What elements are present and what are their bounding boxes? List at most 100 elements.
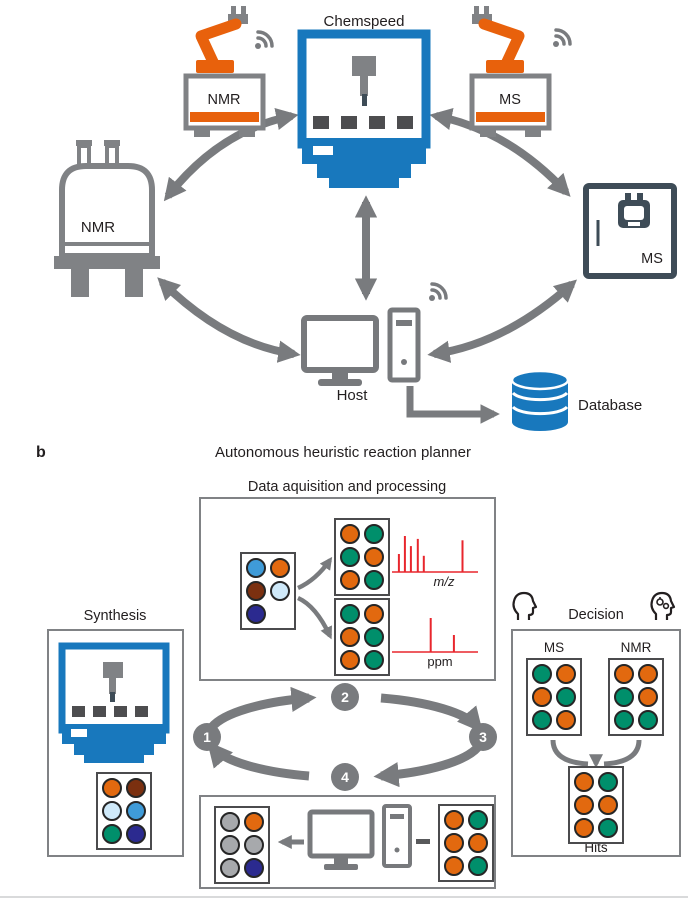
sample-dot xyxy=(532,664,552,684)
tower-icon xyxy=(382,804,412,868)
nmr-spectrum xyxy=(392,618,478,653)
ms-spectrum xyxy=(392,536,478,573)
sample-dot xyxy=(638,687,658,707)
gripper-icon xyxy=(231,6,236,15)
ms-robot-label: MS xyxy=(499,92,521,108)
ms-spectrum-label: m/z xyxy=(434,574,455,589)
nmr-spectrum-label: ppm xyxy=(427,654,452,669)
sample-dot xyxy=(444,856,464,876)
database-label: Database xyxy=(578,397,642,414)
cycle-step-4-label: 4 xyxy=(341,769,349,785)
sample-dot xyxy=(598,772,618,792)
decision-ms-label: MS xyxy=(544,640,564,655)
cycle-step-4 xyxy=(331,763,359,791)
sample-dot xyxy=(220,858,240,878)
sample-dot xyxy=(220,835,240,855)
decision-label: Decision xyxy=(568,607,624,623)
gripper-icon xyxy=(484,6,489,15)
cycle-step-2 xyxy=(331,683,359,711)
ms-instrument: MS xyxy=(583,183,677,279)
sample-dot xyxy=(444,810,464,830)
host-computer: Host xyxy=(301,282,448,404)
sample-dot xyxy=(270,604,290,624)
sample-dot xyxy=(102,801,122,821)
sample-dot xyxy=(244,858,264,878)
sample-dot xyxy=(126,778,146,798)
monitor-icon xyxy=(307,809,375,859)
ai-head-icon xyxy=(650,591,676,620)
sample-dot xyxy=(102,824,122,844)
synthesis-vial xyxy=(96,772,152,850)
hits-vial xyxy=(568,766,624,844)
sample-dot xyxy=(270,581,290,601)
arrow-nmr-host xyxy=(157,277,301,363)
sample-dot xyxy=(220,812,240,832)
human-head-icon xyxy=(512,591,538,620)
sample-dot xyxy=(574,818,594,838)
decision-nmr-vial xyxy=(608,658,664,736)
sample-dot xyxy=(126,801,146,821)
sample-dot xyxy=(598,795,618,815)
sample-dot xyxy=(244,835,264,855)
sample-dot xyxy=(340,547,360,567)
panel-b-letter: b xyxy=(36,444,46,461)
data-box-title: Data aquisition and processing xyxy=(248,479,446,495)
split-bottom-vial xyxy=(334,598,390,676)
result-vial xyxy=(214,806,270,884)
sample-dot xyxy=(614,710,634,730)
sample-dot xyxy=(638,664,658,684)
synthesis-label: Synthesis xyxy=(84,608,147,624)
sample-dot xyxy=(340,604,360,624)
sample-dot xyxy=(638,710,658,730)
decision-nmr-label: NMR xyxy=(621,640,652,655)
nmr-spectrometer: NMR xyxy=(54,140,160,297)
sample-dot xyxy=(556,664,576,684)
nmr-robot-label: NMR xyxy=(207,92,240,108)
split-arrows xyxy=(296,556,333,640)
nmr-robot-arm: NMR xyxy=(183,6,274,137)
chemspeed-label: Chemspeed xyxy=(324,13,405,30)
arrow-nmr-chemspeed xyxy=(163,108,299,202)
input-vial xyxy=(240,552,296,630)
host-label: Host xyxy=(337,387,369,404)
sample-dot xyxy=(468,856,488,876)
sample-dot xyxy=(574,795,594,815)
panel-b-title: Autonomous heuristic reaction planner xyxy=(215,444,471,461)
cycle-step-1 xyxy=(193,723,221,751)
sample-dot xyxy=(364,650,384,670)
arrow-chemspeed-ms xyxy=(429,108,571,197)
sample-dot xyxy=(532,687,552,707)
decision-ms-vial xyxy=(526,658,582,736)
sample-dot xyxy=(574,772,594,792)
sample-dot xyxy=(246,558,266,578)
database-icon xyxy=(510,369,570,431)
sample-dot xyxy=(468,810,488,830)
processing-computer xyxy=(307,804,412,870)
merge-arrows xyxy=(550,739,642,769)
panel-a-connection-arrows xyxy=(157,108,578,424)
sample-dot xyxy=(364,547,384,567)
sample-dot xyxy=(532,710,552,730)
sample-dot xyxy=(340,627,360,647)
wifi-icon xyxy=(427,282,448,303)
sample-dot xyxy=(364,604,384,624)
sample-dot xyxy=(468,833,488,853)
arrow-host-ms xyxy=(427,279,578,363)
sample-dot xyxy=(364,524,384,544)
sample-dot xyxy=(364,627,384,647)
cycle-step-1-label: 1 xyxy=(203,729,211,745)
reaction-cycle: 1 2 3 4 xyxy=(193,683,497,791)
tower-icon xyxy=(387,307,421,383)
split-top-vial xyxy=(334,518,390,596)
synthesis-machine xyxy=(58,642,170,763)
cycle-step-2-label: 2 xyxy=(341,689,349,705)
sample-dot xyxy=(556,687,576,707)
sample-module-icon xyxy=(618,193,650,228)
sample-dot xyxy=(340,650,360,670)
sample-dot xyxy=(246,581,266,601)
ms-instrument-label: MS xyxy=(641,251,663,267)
sample-dot xyxy=(444,833,464,853)
sample-dot xyxy=(364,570,384,590)
sample-dot xyxy=(246,604,266,624)
